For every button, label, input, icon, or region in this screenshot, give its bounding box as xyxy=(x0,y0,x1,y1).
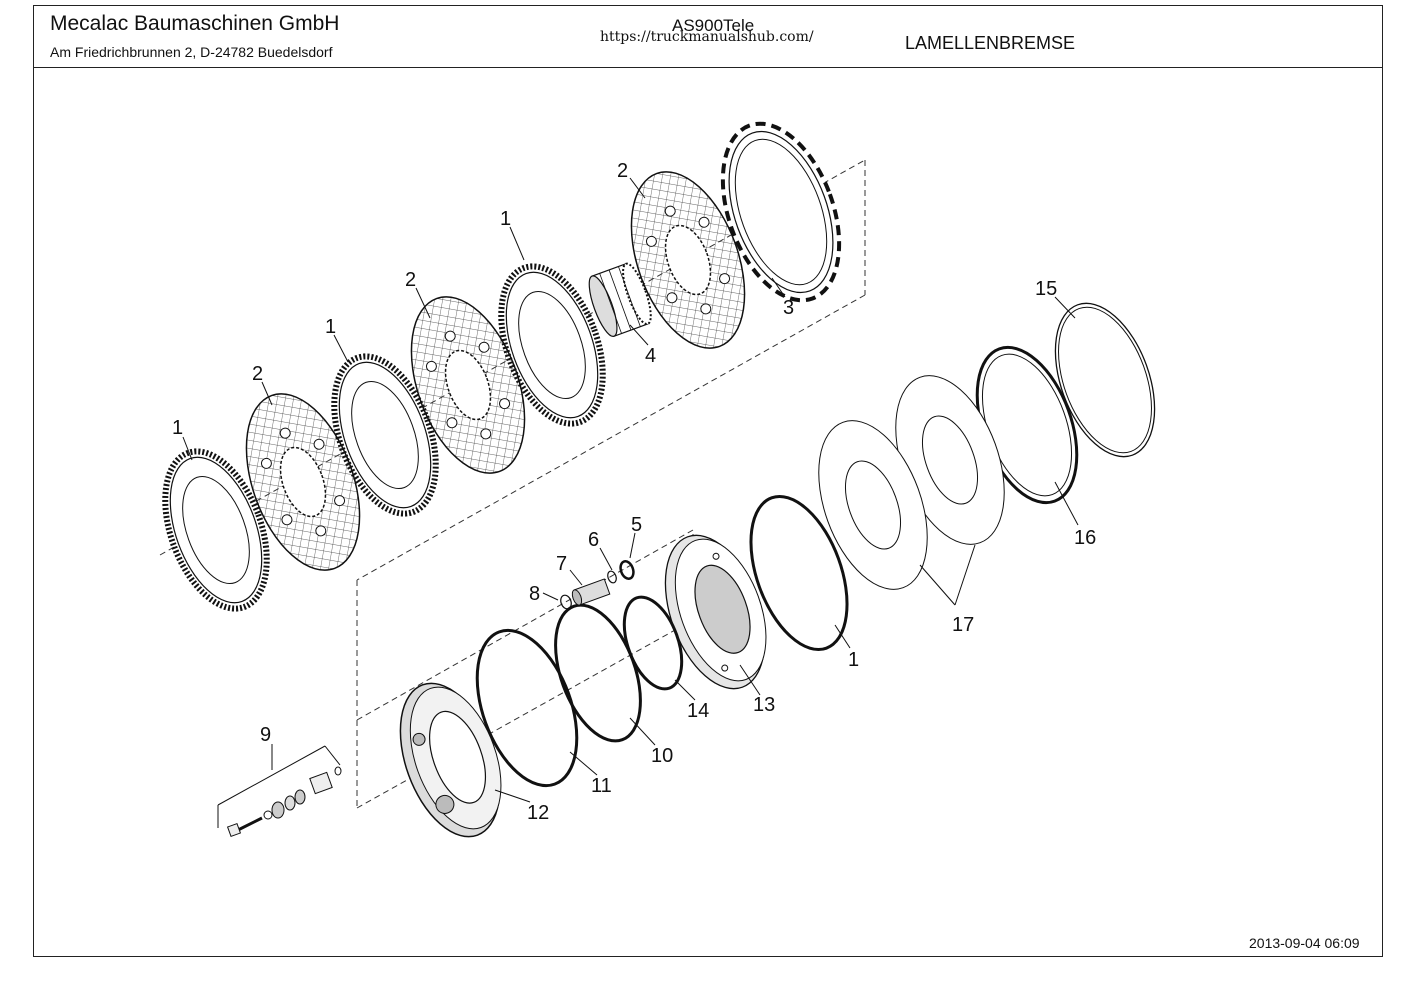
timestamp: 2013-09-04 06:09 xyxy=(1249,935,1360,951)
o-ring-1 xyxy=(749,494,849,652)
valve-parts xyxy=(560,560,635,610)
friction-disc-2b xyxy=(410,296,526,474)
leader-lines xyxy=(182,177,1079,803)
company-name: Mecalac Baumaschinen GmbH xyxy=(50,12,340,35)
callout-2: 2 xyxy=(405,269,416,291)
friction-disc-2c xyxy=(630,171,746,349)
callout-13: 13 xyxy=(753,694,775,716)
o-ring-11 xyxy=(475,628,579,788)
steel-disc-1b xyxy=(331,353,439,517)
callout-10: 10 xyxy=(651,745,673,767)
model-name: AS900Tele xyxy=(672,16,755,35)
callout-1: 1 xyxy=(172,417,183,439)
callout-1: 1 xyxy=(848,649,859,671)
hub-4 xyxy=(588,262,652,337)
callout-8: 8 xyxy=(529,583,540,605)
callout-labels: 1 2 1 2 1 2 3 4 15 16 17 1 13 14 5 6 7 8… xyxy=(172,160,1096,824)
assembly-title: LAMELLENBREMSE xyxy=(905,33,1076,53)
callout-5: 5 xyxy=(631,514,642,536)
callout-2: 2 xyxy=(617,160,628,182)
shim-17b xyxy=(818,420,928,590)
housing-12 xyxy=(399,682,502,838)
callout-6: 6 xyxy=(588,529,599,551)
callout-2: 2 xyxy=(252,363,263,385)
drawing-frame xyxy=(33,5,1383,957)
snap-ring-15 xyxy=(1054,302,1156,458)
callout-9: 9 xyxy=(260,724,271,746)
outer-plate-3 xyxy=(720,121,842,303)
friction-disc-2a xyxy=(245,393,361,571)
callout-12: 12 xyxy=(527,802,549,824)
callout-15: 15 xyxy=(1035,278,1057,300)
callout-7: 7 xyxy=(556,553,567,575)
steel-disc-1c xyxy=(498,263,606,427)
bolt-kit-9 xyxy=(217,745,342,838)
callout-1: 1 xyxy=(500,208,511,230)
piston-13 xyxy=(664,534,767,690)
company-address: Am Friedrichbrunnen 2, D-24782 Buedelsdo… xyxy=(50,44,333,60)
steel-disc-1a xyxy=(162,448,270,612)
callout-14: 14 xyxy=(687,700,709,722)
o-ring-10 xyxy=(554,603,642,743)
callout-17: 17 xyxy=(952,614,974,636)
header-divider xyxy=(33,67,1383,68)
callout-4: 4 xyxy=(645,345,656,367)
watermark-url: https://truckmanualshub.com/ xyxy=(600,29,814,45)
callout-3: 3 xyxy=(783,297,794,319)
callout-16: 16 xyxy=(1074,527,1096,549)
callout-1: 1 xyxy=(325,316,336,338)
callout-11: 11 xyxy=(591,775,612,797)
